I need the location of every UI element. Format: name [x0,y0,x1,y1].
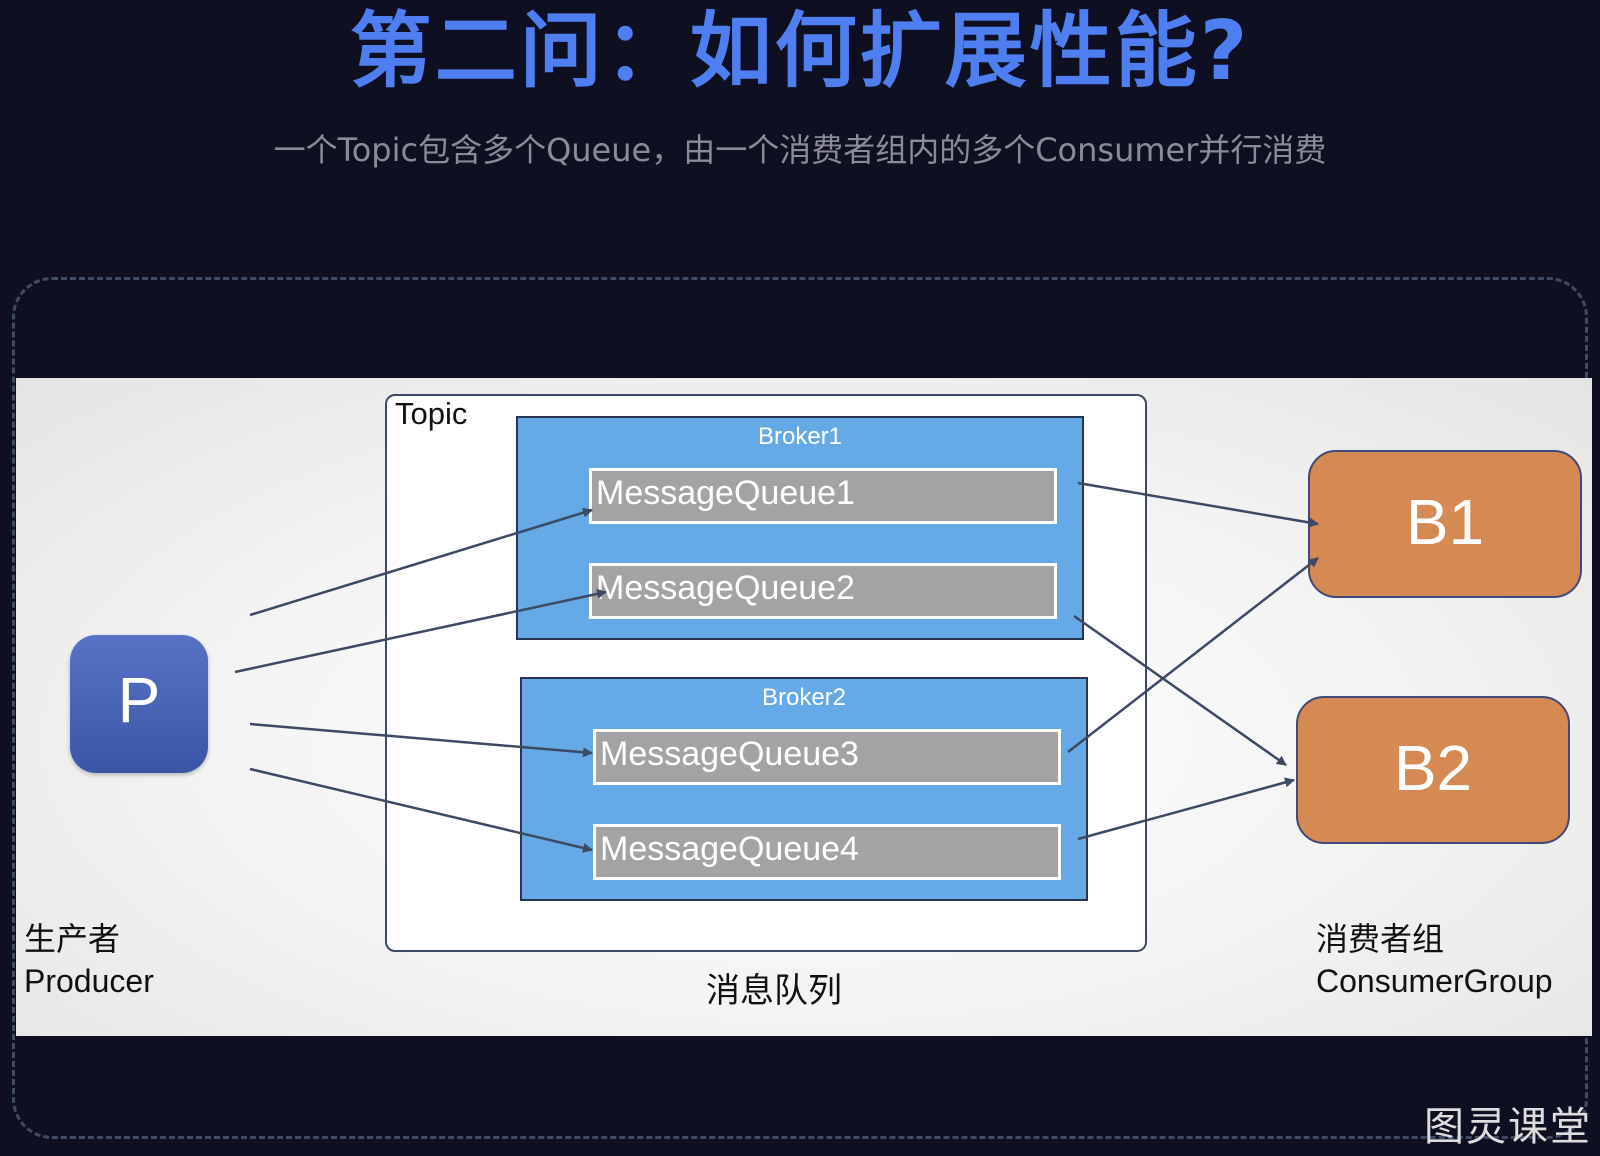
message-queue-4: MessageQueue4 [593,824,1061,880]
broker-1: Broker1 MessageQueue1 MessageQueue2 [516,416,1084,640]
broker-2: Broker2 MessageQueue3 MessageQueue4 [520,677,1088,901]
producer-label-en: Producer [24,963,154,999]
consumer-group-caption: 消费者组 ConsumerGroup [1316,918,1553,1002]
message-queue-1: MessageQueue1 [589,468,1057,524]
consumer-b2: B2 [1296,696,1570,844]
broker-2-label: Broker2 [761,684,847,711]
consumer-group-label-en: ConsumerGroup [1316,963,1553,999]
watermark: 图灵课堂 [1424,1104,1592,1150]
producer-node: P [70,635,208,773]
message-queue-3: MessageQueue3 [593,729,1061,785]
producer-label-cn: 生产者 [24,921,121,957]
topic-caption: 消息队列 [706,972,842,1010]
topic-container: Topic Broker1 MessageQueue1 MessageQueue… [385,394,1147,952]
page-subtitle: 一个Topic包含多个Queue，由一个消费者组内的多个Consumer并行消费 [273,131,1327,169]
page-title: 第二问：如何扩展性能? [349,4,1251,99]
producer-letter: P [117,664,161,736]
broker-1-label: Broker1 [757,423,843,450]
message-queue-2: MessageQueue2 [589,563,1057,619]
producer-caption: 生产者 Producer [24,918,154,1002]
architecture-diagram: P 生产者 Producer Topic Broker1 MessageQueu… [16,378,1592,1036]
consumer-b1: B1 [1308,450,1582,598]
consumer-group-label-cn: 消费者组 [1316,921,1445,957]
topic-label: Topic [395,396,468,431]
